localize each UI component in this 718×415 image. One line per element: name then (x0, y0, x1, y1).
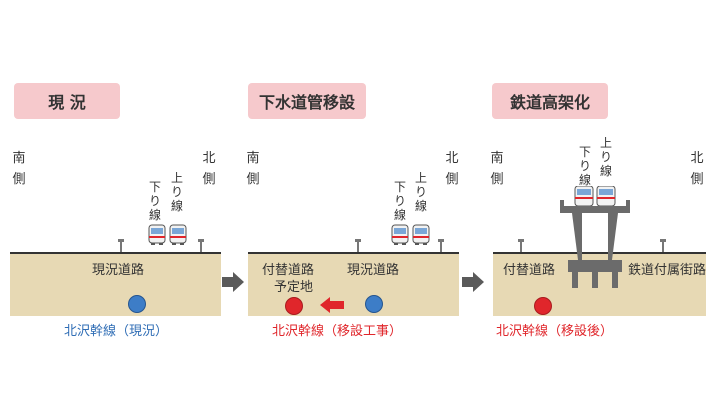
train-icon (169, 224, 187, 245)
train-icon (412, 224, 430, 245)
ground-section (10, 252, 221, 316)
north-char: 北 (690, 151, 704, 166)
side-char: 側 (690, 172, 704, 187)
road-label: 現況道路 (92, 263, 145, 278)
track-char: 線 (170, 199, 183, 213)
move-arrow-icon (320, 297, 344, 313)
utility-pole-icon (118, 239, 124, 252)
railway-side-street-label: 鉄道付属街路 (628, 263, 707, 278)
sewer-pipe-new (534, 297, 552, 315)
track-char: り (393, 194, 406, 208)
replacement-road-label: 付替道路 (503, 263, 556, 278)
sewer-pipe-existing (128, 295, 146, 313)
track-char: 線 (599, 164, 612, 178)
elevated-viaduct (560, 186, 630, 288)
sewer-pipe-existing (365, 295, 383, 313)
track-char: り (148, 194, 161, 208)
north-char: 北 (202, 151, 216, 166)
track-char: 下 (393, 180, 406, 194)
track-char: り (170, 185, 183, 199)
utility-pole-icon (518, 239, 524, 252)
side-char: 側 (202, 172, 216, 187)
ground-section (248, 252, 459, 316)
track-char: 上 (170, 171, 183, 185)
side-char: 側 (445, 172, 459, 187)
utility-pole-icon (438, 239, 444, 252)
stage-title-elevation: 鉄道高架化 (492, 83, 608, 119)
track-char: 下 (148, 180, 161, 194)
train-icon (575, 186, 611, 206)
replacement-road-label: 付替道路 (262, 263, 315, 278)
track-char: 線 (414, 199, 427, 213)
stage-title-pipe-relocation: 下水道管移設 (248, 83, 366, 119)
step-arrow-icon (462, 272, 484, 292)
track-char: 線 (148, 208, 161, 222)
train-icon (391, 224, 409, 245)
side-char: 側 (12, 172, 26, 187)
track-char: 線 (393, 208, 406, 222)
pipe-label: 北沢幹線（移設工事） (272, 324, 403, 339)
stage-title-current: 現 況 (14, 83, 120, 119)
planned-site-label: 予定地 (274, 280, 314, 295)
utility-pole-icon (355, 239, 361, 252)
track-char: り (578, 159, 591, 173)
track-char: り (599, 150, 612, 164)
road-label: 現況道路 (347, 263, 400, 278)
south-char: 南 (490, 151, 504, 166)
utility-pole-icon (660, 239, 666, 252)
pipe-label: 北沢幹線（現況） (64, 324, 169, 339)
track-char: り (414, 185, 427, 199)
train-icon (148, 224, 166, 245)
track-char: 線 (578, 173, 591, 187)
track-char: 下 (578, 145, 591, 159)
side-char: 側 (490, 172, 504, 187)
north-char: 北 (445, 151, 459, 166)
track-char: 上 (414, 171, 427, 185)
side-char: 側 (246, 172, 260, 187)
pipe-label: 北沢幹線（移設後） (496, 324, 614, 339)
track-char: 上 (599, 136, 612, 150)
south-char: 南 (246, 151, 260, 166)
step-arrow-icon (222, 272, 244, 292)
sewer-pipe-new (285, 297, 303, 315)
utility-pole-icon (198, 239, 204, 252)
south-char: 南 (12, 151, 26, 166)
